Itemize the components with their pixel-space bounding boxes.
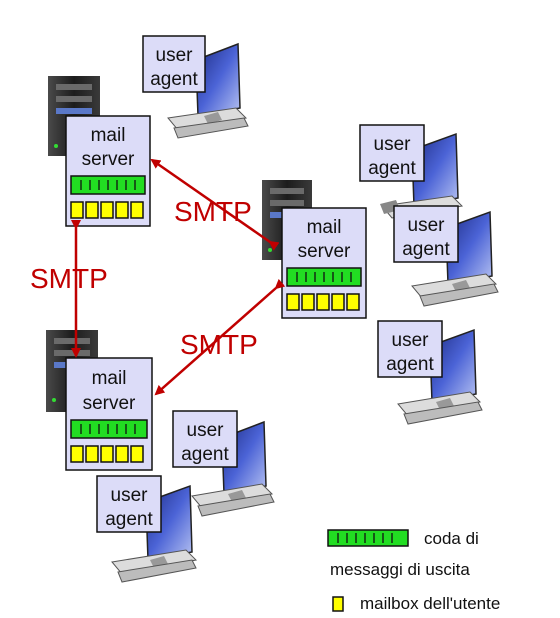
smtp-arrows [71, 158, 286, 396]
smtp-label-bottom: SMTP [180, 329, 258, 360]
legend-queue-label-line1: coda di [424, 529, 479, 548]
outgoing-queue-icon [286, 267, 362, 287]
mail-server-label: mail [91, 125, 126, 146]
computer-icon [111, 484, 198, 583]
mailbox-icons [70, 445, 144, 463]
mail-server-label: server [83, 393, 136, 414]
mail-server-bottom-left: mail server [65, 357, 153, 471]
computer-icon [167, 42, 249, 139]
user-agent-label: agent [181, 444, 229, 465]
smtp-label-top: SMTP [174, 196, 252, 227]
user-agent-label: user [111, 485, 149, 506]
mail-server-label: server [82, 149, 135, 170]
mail-server-label: mail [307, 217, 342, 238]
user-agent-label: user [156, 45, 194, 66]
mail-server-middle-right: mail server [281, 207, 367, 319]
legend-mailbox-label: mailbox dell'utente [360, 594, 501, 613]
user-agent-right-1: user agent [359, 124, 464, 219]
legend [327, 529, 409, 612]
legend-queue-icon [327, 529, 409, 547]
smtp-label-left: SMTP [30, 263, 108, 294]
user-agent-bottom-1: user agent [172, 410, 275, 517]
legend-mailbox-icon [332, 596, 344, 612]
outgoing-queue-icon [70, 419, 148, 439]
mail-server-label: mail [92, 368, 127, 389]
user-agent-right-3: user agent [377, 320, 483, 425]
user-agent-label: user [392, 330, 430, 351]
mail-server-label: server [298, 241, 351, 262]
user-agent-label: user [374, 134, 412, 155]
user-agent-bottom-2: user agent [96, 475, 198, 583]
smtp-arrow-bottom [154, 278, 286, 396]
mailbox-icons [286, 293, 360, 311]
user-agent-label: agent [105, 509, 153, 530]
smtp-arrow-top [150, 158, 280, 251]
user-agent-top: user agent [142, 35, 249, 139]
user-agent-label: agent [386, 354, 434, 375]
mailbox-icons [70, 201, 144, 219]
user-agent-right-2: user agent [393, 205, 499, 307]
user-agent-label: agent [402, 239, 450, 260]
outgoing-queue-icon [70, 175, 146, 195]
user-agent-label: agent [368, 158, 416, 179]
mail-server-top-left: mail server [65, 115, 151, 227]
user-agent-label: user [187, 420, 225, 441]
legend-queue-label-line2: messaggi di uscita [330, 560, 470, 579]
user-agent-label: agent [150, 69, 198, 90]
user-agent-label: user [408, 215, 446, 236]
